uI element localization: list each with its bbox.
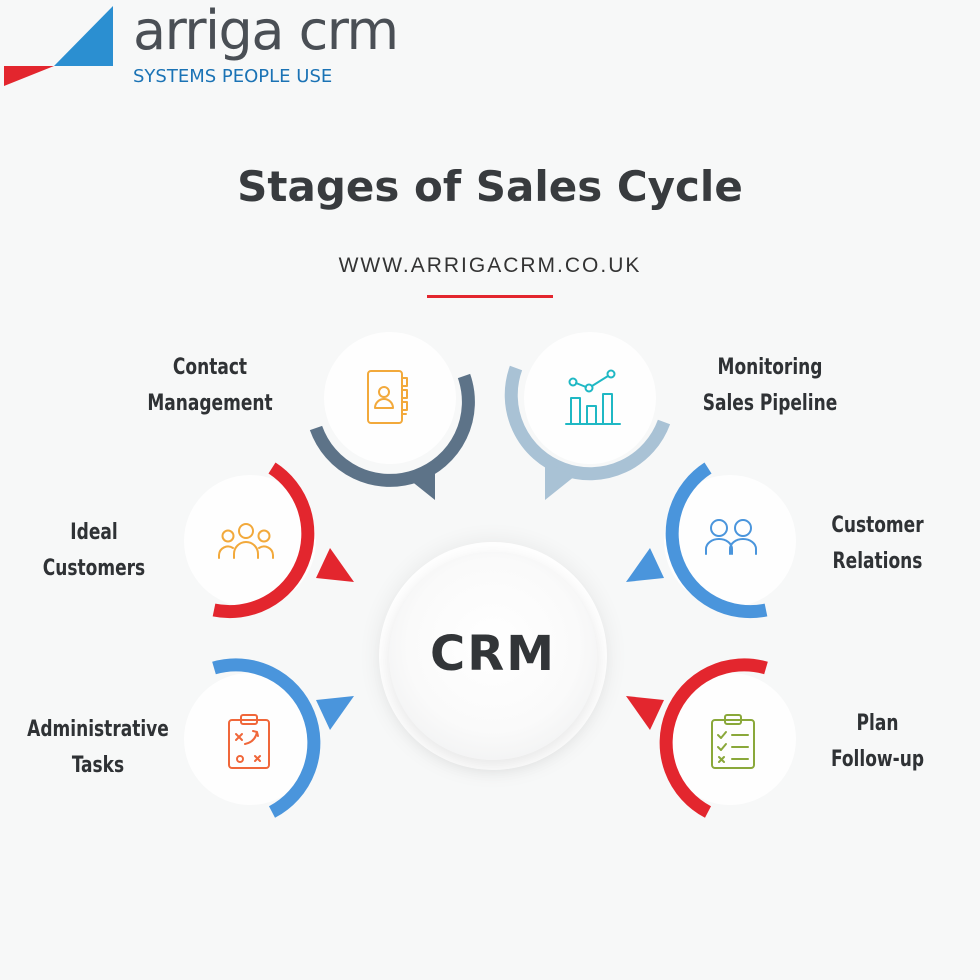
- stage-backdrop: [324, 332, 456, 464]
- stage-pointer: [626, 696, 664, 730]
- stage-pointer: [626, 548, 664, 582]
- logo-mark: [4, 6, 113, 86]
- website-url: WWW.ARRIGACRM.CO.UK: [338, 254, 642, 277]
- brand-name: arriga crm: [133, 0, 399, 62]
- stage-backdrop: [524, 332, 656, 464]
- stage-ring: [212, 658, 321, 818]
- crm-hub-label: CRM: [430, 626, 556, 682]
- strategy-clipboard-icon: [228, 714, 270, 769]
- stage-ring: [659, 658, 768, 818]
- stage-node-customer-relations: [626, 462, 796, 619]
- stage-pointer: [545, 462, 575, 500]
- stage-node-contact-management: [309, 332, 475, 500]
- stage-ring: [504, 365, 671, 481]
- stage-node-monitoring-sales-pipeline: [504, 332, 671, 500]
- stage-backdrop: [664, 673, 796, 805]
- stage-node-administrative-tasks: [184, 658, 354, 818]
- crm-hub: CRM: [389, 552, 597, 760]
- bar-chart-trend-icon: [565, 369, 621, 425]
- address-book-icon: [367, 370, 408, 424]
- page-title: Stages of Sales Cycle: [237, 162, 743, 211]
- checklist-clipboard-icon: [711, 714, 755, 769]
- title-divider: [427, 295, 553, 298]
- people-group-icon: [218, 523, 274, 559]
- stage-ring: [212, 462, 315, 619]
- stage-ring: [665, 462, 768, 619]
- stage-pointer: [405, 462, 435, 500]
- stage-node-ideal-customers: [184, 462, 354, 619]
- brand-tagline: SYSTEMS PEOPLE USE: [133, 66, 333, 87]
- stage-backdrop: [184, 673, 316, 805]
- stage-backdrop: [664, 475, 796, 607]
- stage-backdrop: [184, 475, 316, 607]
- stage-pointer: [316, 696, 354, 730]
- two-people-icon: [705, 519, 757, 555]
- stage-node-plan-follow-up: [626, 658, 796, 818]
- stage-pointer: [316, 548, 354, 582]
